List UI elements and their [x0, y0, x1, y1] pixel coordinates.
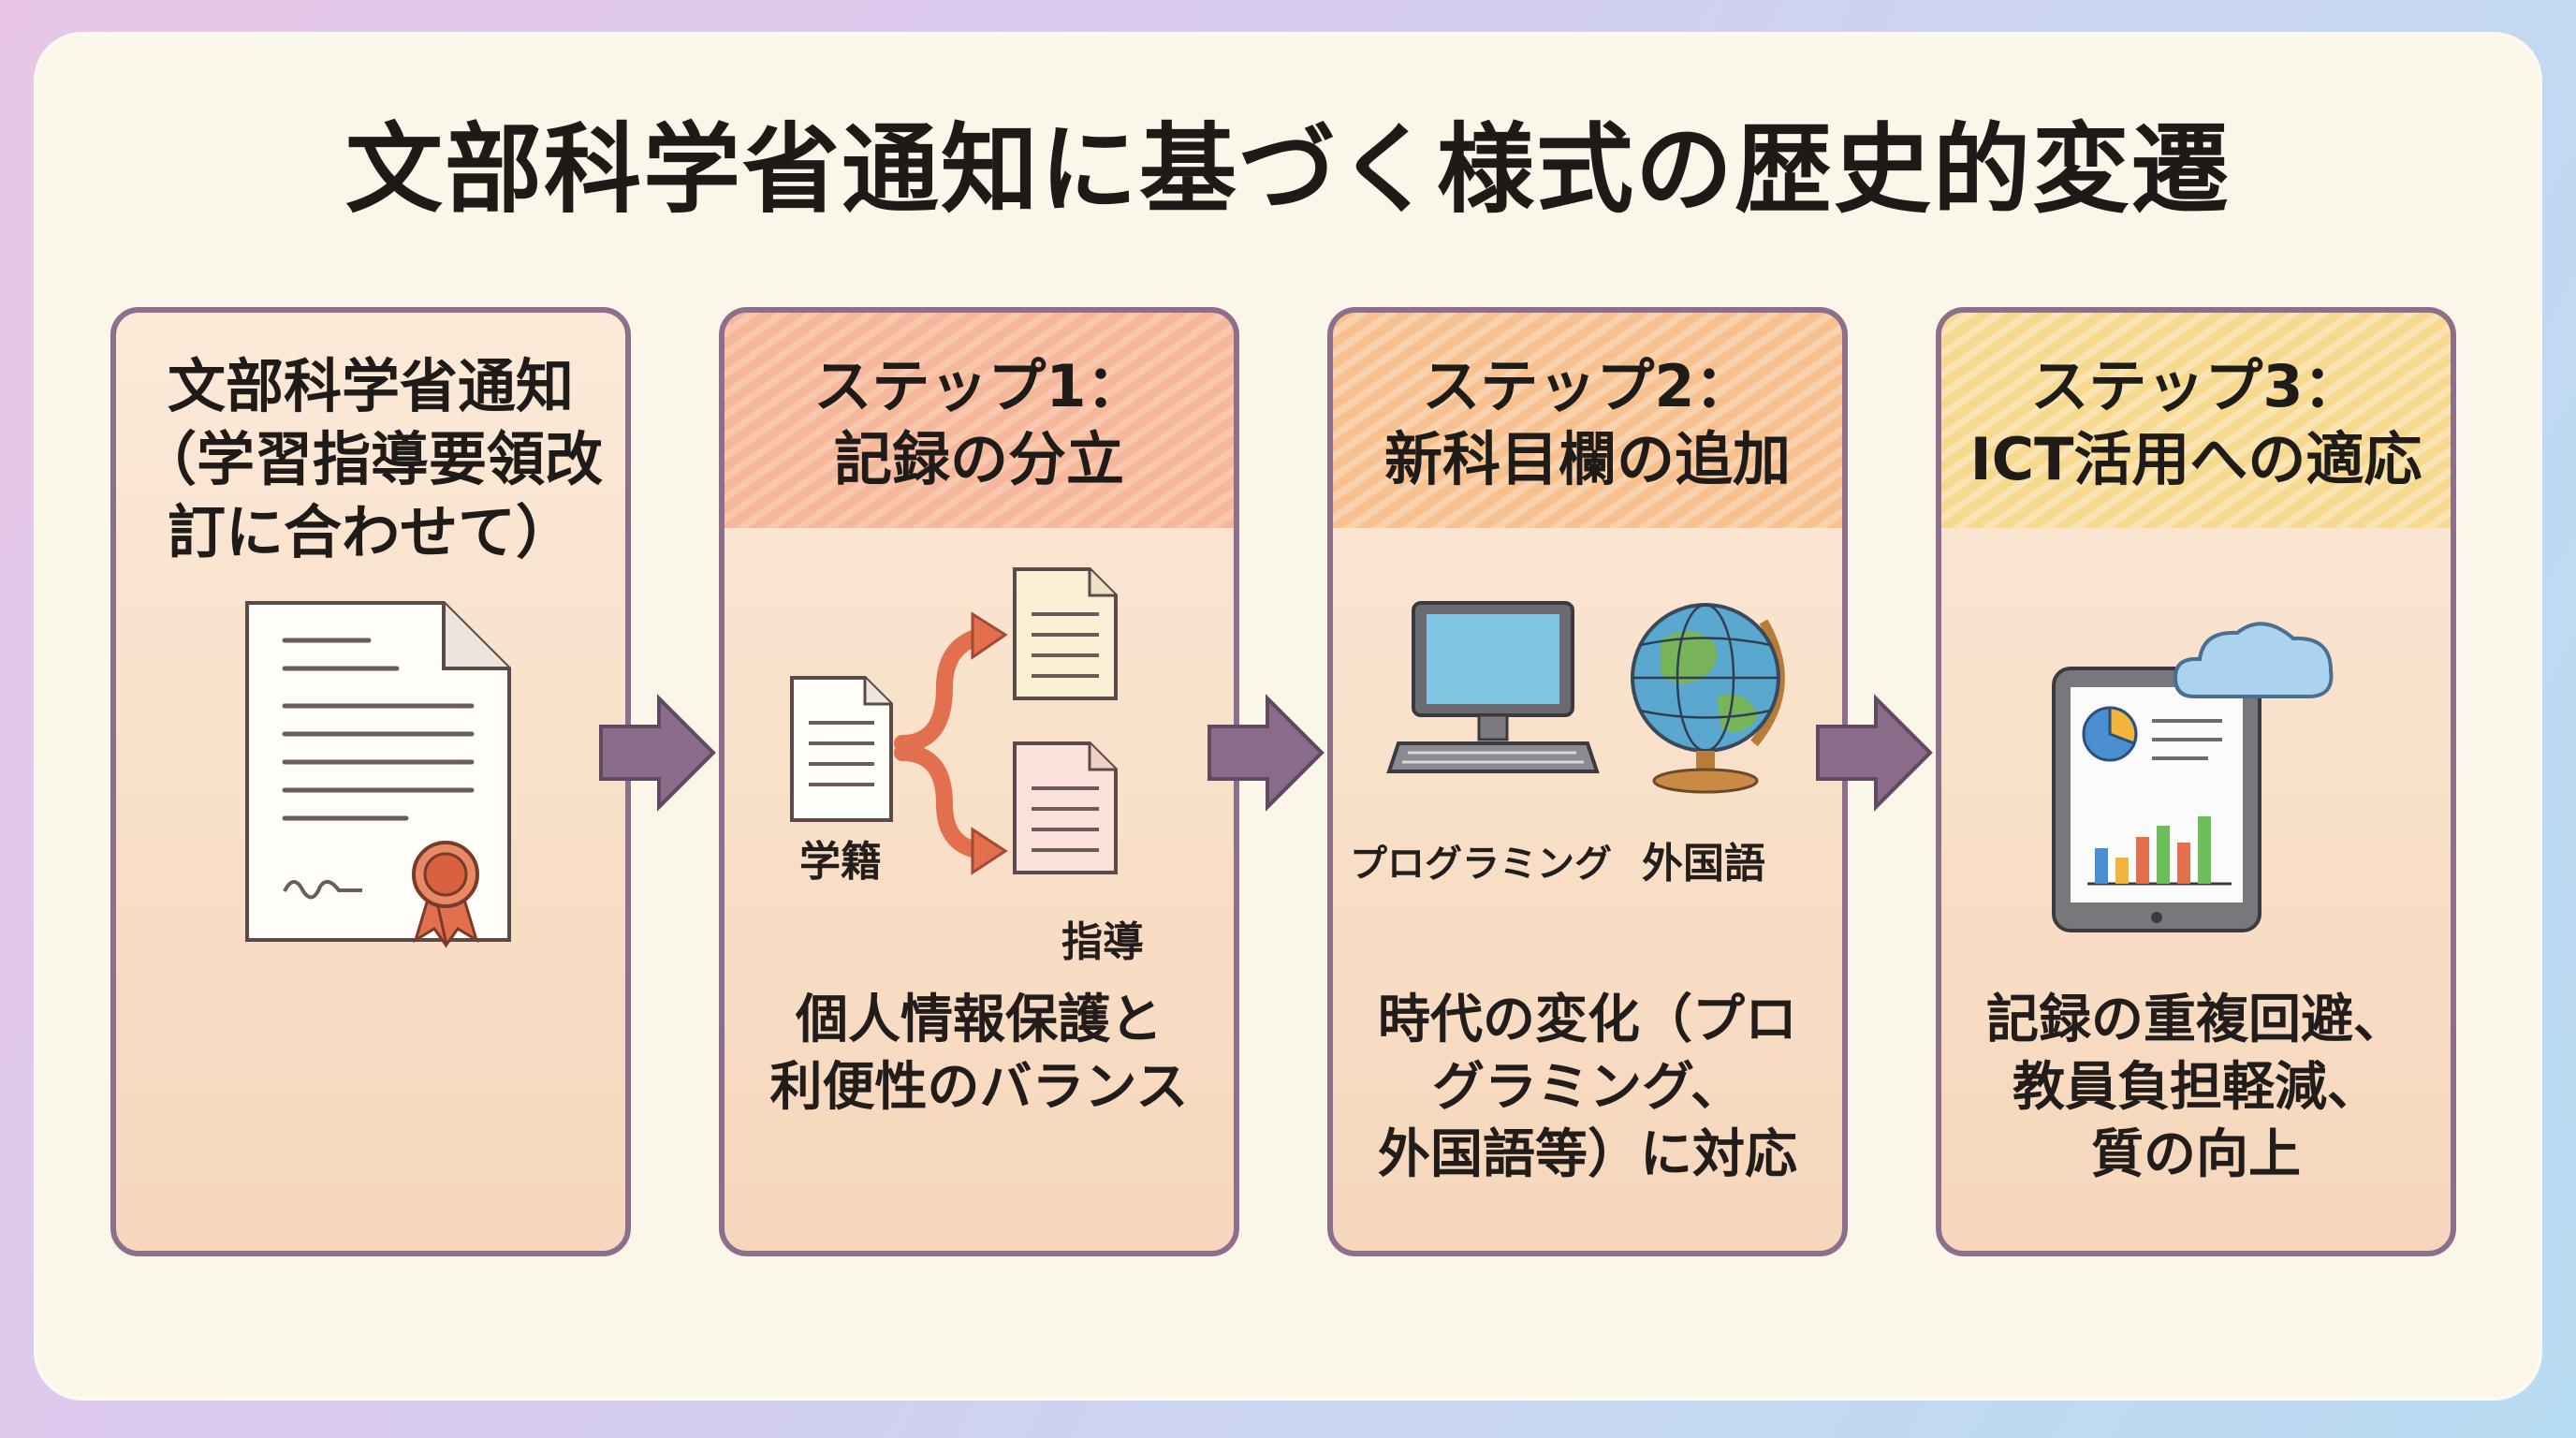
card-title-line: （学習指導要領改 [138, 425, 603, 493]
document-icon [245, 601, 511, 948]
card-description-line: グラミング、 [1431, 1057, 1744, 1118]
cloud-icon [2173, 622, 2334, 698]
label-foreign-language: 外国語 [1642, 840, 1765, 888]
card-title-line: ステップ3： [2030, 352, 2362, 420]
label-programming: プログラミング [1350, 843, 1612, 886]
split-arrow-icon [894, 627, 990, 859]
document-icon [1013, 567, 1118, 700]
card-description-line: 記録の重複回避、 [1986, 990, 2406, 1050]
card-title-line: ステップ2： [1422, 352, 1753, 420]
card-title-line: ステップ1： [813, 352, 1145, 420]
card-step-3: ステップ3： ICT活用への適応 記録の重複回避、 教員負担軽減、 質の向上 [1936, 307, 2456, 1256]
card-description-line: 時代の変化（プロ [1378, 990, 1797, 1050]
label-shido: 指導 [1061, 918, 1144, 966]
card-title-line: 記録の分立 [833, 425, 1124, 493]
card-title-line: 新科目欄の追加 [1383, 425, 1791, 493]
card-step-1: ステップ1： 記録の分立 学籍 指導 個人情報保護と 利便性のバランス [719, 307, 1239, 1256]
split-documents-icon [790, 567, 1118, 875]
document-icon [790, 676, 893, 822]
tablet-icon [2052, 622, 2334, 932]
card-header [724, 313, 1234, 528]
bar-chart-icon [2087, 816, 2232, 886]
step-arrow-icon [1208, 694, 1325, 812]
pie-chart-icon [2082, 706, 2138, 762]
monitor-icon [1386, 601, 1600, 773]
card-title-line: ICT活用への適応 [1969, 425, 2422, 493]
label-gakuseki: 学籍 [799, 838, 882, 886]
step-arrow-icon [599, 694, 716, 812]
card-description-line: 外国語等）に対応 [1378, 1124, 1797, 1185]
globe-icon [1631, 603, 1785, 794]
card-description-line: 個人情報保護と [796, 990, 1163, 1050]
document-icon [1013, 741, 1118, 874]
card-title-line: 訂に合わせて） [167, 498, 574, 566]
card-description-line: 利便性のバランス [769, 1057, 1189, 1118]
card-step-2: ステップ2： 新科目欄の追加 プログラミング 外国語 時代の変化（プロ グラミン… [1327, 307, 1848, 1256]
step-arrow-icon [1816, 694, 1933, 812]
keyboard-icon [1386, 741, 1600, 773]
card-header [1941, 313, 2451, 528]
seal-icon [412, 841, 479, 948]
card-description-line: 質の向上 [2091, 1124, 2301, 1185]
card-title-line: 文部科学省通知 [167, 352, 574, 420]
page-title: 文部科学省通知に基づく様式の歴史的変遷 [344, 112, 2231, 227]
card-description-line: 教員負担軽減、 [2012, 1057, 2379, 1118]
card-header [1333, 313, 1842, 528]
card-mext-notice: 文部科学省通知 （学習指導要領改 訂に合わせて） [110, 307, 631, 1256]
